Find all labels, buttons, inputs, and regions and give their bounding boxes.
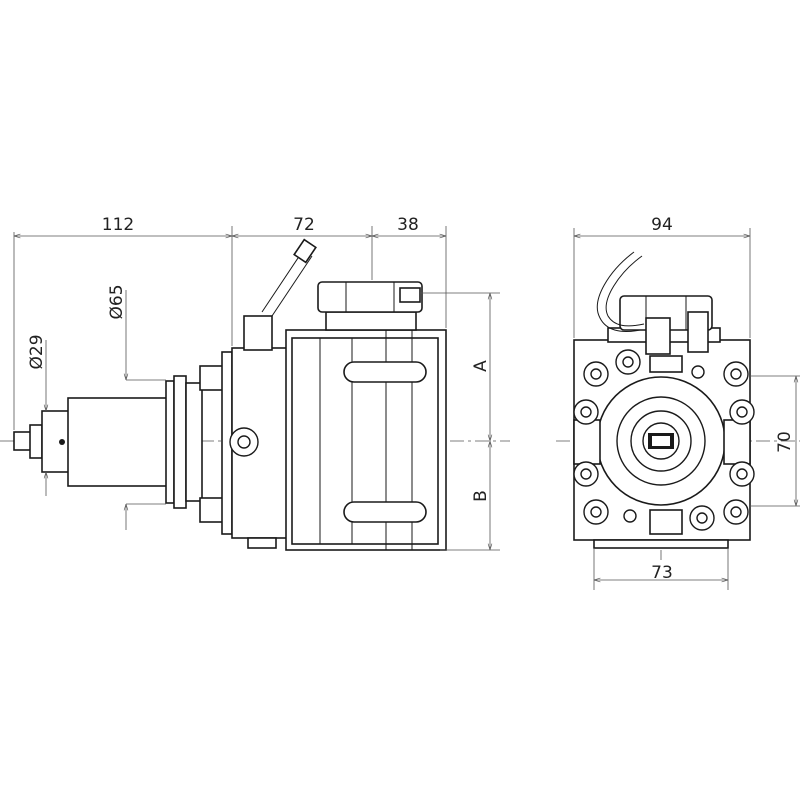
main-housing <box>221 315 289 549</box>
coolant-block <box>243 315 273 351</box>
front-bottom-dimension: 73 <box>593 548 729 590</box>
front-right-dimension: 70 <box>750 375 800 507</box>
side-view: 112 72 38 Ø65 Ø29 A B <box>0 215 510 551</box>
side-top-dimensions: 112 72 38 <box>13 215 447 430</box>
dim-72-label: 72 <box>293 215 315 235</box>
dim-d29-label: Ø29 <box>27 334 47 369</box>
spindle-tip <box>13 410 71 473</box>
front-top-dimension: 94 <box>573 215 751 338</box>
front-bolt-holes <box>573 349 755 535</box>
spindle-face <box>573 376 751 506</box>
coolant-lever <box>261 238 317 317</box>
dim-38-label: 38 <box>397 215 419 235</box>
flange-rings <box>165 375 203 509</box>
dim-a-label: A <box>471 360 491 372</box>
front-top-fixtures <box>596 251 721 355</box>
dim-73-label: 73 <box>651 563 673 583</box>
front-base <box>593 539 729 549</box>
dim-70-label: 70 <box>775 431 795 453</box>
dim-d65-label: Ø65 <box>107 284 127 319</box>
side-diameter-dimensions: Ø65 Ø29 <box>27 284 166 530</box>
dim-b-label: B <box>471 490 491 502</box>
dim-112-label: 112 <box>102 215 134 235</box>
front-view: 94 73 70 <box>556 215 800 590</box>
clamp-nut <box>317 281 423 331</box>
clamping-body <box>285 329 447 551</box>
spindle-body <box>67 397 169 487</box>
dim-94-label: 94 <box>651 215 673 235</box>
side-height-dimensions: A B <box>420 292 500 551</box>
